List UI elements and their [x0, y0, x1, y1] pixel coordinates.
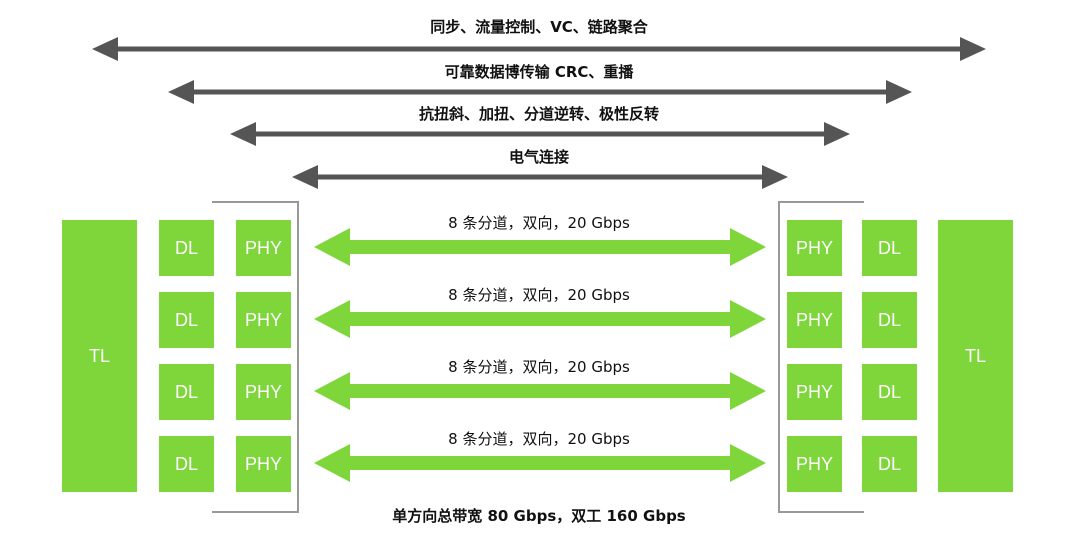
layer-arrow-reliable: [168, 80, 912, 104]
phy-block-left-2: PHY: [236, 292, 291, 348]
dl-block-right-4: DL: [862, 436, 917, 492]
layer-label-skew: 抗扭斜、加扭、分道逆转、极性反转: [418, 105, 659, 123]
dl-block-right-1: DL: [862, 220, 917, 276]
phy-block-right-3: PHY: [787, 364, 842, 420]
dl-block-left-1: DL: [159, 220, 214, 276]
dl-block-left-3: DL: [159, 364, 214, 420]
dl-block-left-4: DL: [159, 436, 214, 492]
dl-block-left-2: DL: [159, 292, 214, 348]
phy-block-right-2: PHY: [787, 292, 842, 348]
phy-block-right-4: PHY: [787, 436, 842, 492]
bandwidth-summary: 单方向总带宽 80 Gbps，双工 160 Gbps: [392, 507, 686, 525]
lane-label-2: 8 条分道，双向，20 Gbps: [448, 286, 630, 304]
lane-label-3: 8 条分道，双向，20 Gbps: [448, 358, 630, 376]
lane-arrow-1: [314, 228, 766, 266]
phy-block-left-1: PHY: [236, 220, 291, 276]
dl-block-right-3: DL: [862, 364, 917, 420]
left-bracket: [212, 201, 299, 513]
lane-arrow-3: [314, 372, 766, 410]
layer-arrow-electrical: [292, 165, 788, 189]
phy-block-left-4: PHY: [236, 436, 291, 492]
tl-block-left: TL: [62, 220, 137, 492]
dl-block-right-2: DL: [862, 292, 917, 348]
layer-arrow-skew: [230, 122, 850, 146]
tl-block-right: TL: [938, 220, 1013, 492]
phy-block-left-3: PHY: [236, 364, 291, 420]
lane-label-4: 8 条分道，双向，20 Gbps: [448, 430, 630, 448]
right-bracket: [778, 201, 864, 513]
layer-label-sync: 同步、流量控制、VC、链路聚合: [430, 18, 648, 36]
lane-arrow-2: [314, 300, 766, 338]
layer-arrow-sync: [92, 37, 986, 61]
lane-arrow-4: [314, 444, 766, 482]
layer-label-reliable: 可靠数据博传输 CRC、重播: [444, 63, 634, 81]
layer-label-electrical: 电气连接: [508, 148, 569, 166]
phy-block-right-1: PHY: [787, 220, 842, 276]
lane-label-1: 8 条分道，双向，20 Gbps: [448, 214, 630, 232]
